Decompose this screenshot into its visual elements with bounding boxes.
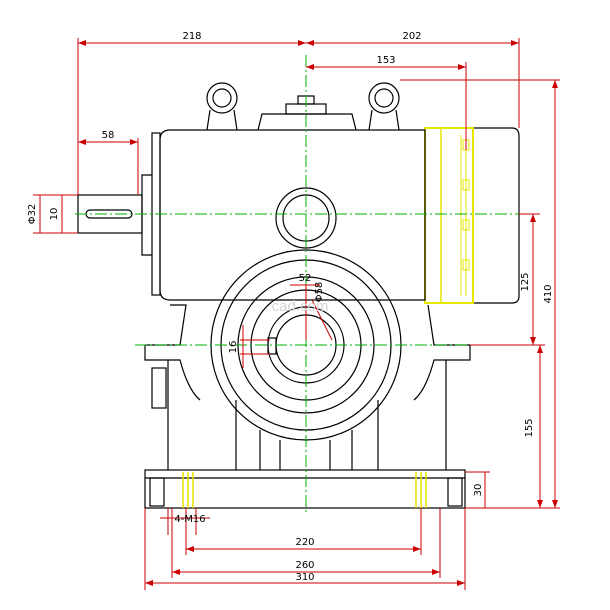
dim-125: 125	[520, 272, 531, 291]
upper-housing	[141, 82, 426, 301]
dim-153: 153	[376, 55, 395, 66]
dim-260: 260	[295, 560, 314, 571]
dim-key-width: 10	[49, 208, 60, 221]
dim-155: 155	[524, 418, 535, 437]
motor	[424, 127, 520, 304]
dim-218: 218	[182, 31, 201, 42]
dim-52: 52	[299, 273, 312, 284]
dim-16: 16	[228, 341, 239, 354]
lower-housing	[144, 304, 471, 509]
dim-30: 30	[473, 484, 484, 497]
dim-shaft-dia: Φ32	[27, 204, 38, 225]
dim-310: 310	[295, 572, 314, 583]
dimension-lines	[33, 38, 560, 590]
watermark: cad.com	[272, 298, 329, 315]
base-bolts-detail	[182, 472, 427, 508]
dim-58: 58	[102, 130, 115, 141]
dimension-arrows	[78, 40, 558, 586]
dim-410: 410	[543, 284, 554, 303]
dim-bolt-spec: 4-M16	[174, 514, 205, 525]
dim-bore-dia: Φ58	[314, 282, 325, 303]
dim-220: 220	[295, 537, 314, 548]
dim-202: 202	[402, 31, 421, 42]
